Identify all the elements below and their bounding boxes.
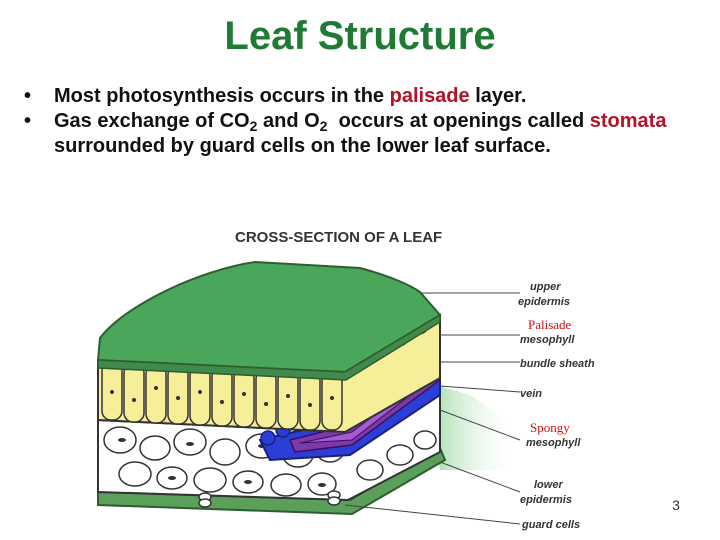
figure-title: CROSS-SECTION OF A LEAF [235, 229, 442, 246]
label-bundle-sheath: bundle sheath [520, 358, 595, 370]
slide-number: 3 [672, 497, 680, 513]
label-leader-lines [344, 292, 521, 525]
guard-cells [198, 490, 341, 508]
upper-epidermis-layer [96, 260, 442, 374]
bullet-list: • Most photosynthesis occurs in the pali… [24, 84, 704, 159]
label-lower: lower [534, 479, 563, 491]
bullet-text: Gas exchange of CO2 and O2 occurs at ope… [54, 110, 667, 157]
leaf-shadow [420, 380, 520, 470]
label-upper: upper [530, 281, 561, 293]
label-spongy-note: Spongy [530, 420, 570, 435]
label-mesophyll-2: mesophyll [526, 437, 581, 449]
bullet-text: Most photosynthesis occurs in the palisa… [54, 85, 527, 107]
palisade-highlight: palisade [389, 85, 470, 107]
bullet-item: • Most photosynthesis occurs in the pali… [24, 84, 704, 109]
label-palisade-note: Palisade [528, 317, 572, 332]
label-vein: vein [520, 388, 542, 400]
label-mesophyll-1: mesophyll [520, 334, 575, 346]
bullet-item: • Gas exchange of CO2 and O2 occurs at o… [24, 109, 704, 159]
label-lower-epidermis: epidermis [520, 494, 572, 506]
bullet-marker: • [24, 85, 32, 107]
bullet-marker: • [24, 110, 32, 132]
label-upper-epidermis: epidermis [518, 296, 570, 308]
stomata-highlight: stomata [589, 110, 667, 132]
upper-epidermis-edge [97, 313, 441, 381]
label-guard-cells: guard cells [521, 519, 580, 531]
slide-title: Leaf Structure [224, 14, 496, 58]
